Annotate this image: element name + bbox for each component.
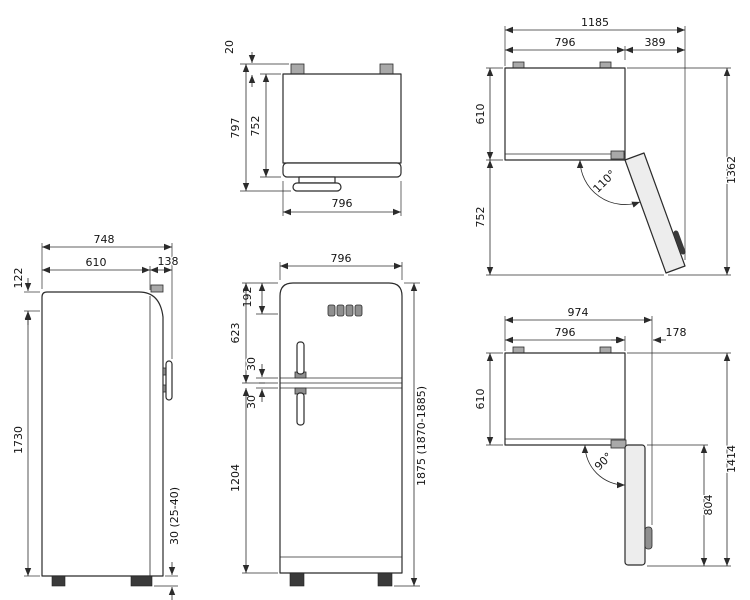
dim-label: 623 [229,323,242,344]
dim-label: 796 [555,36,576,49]
dim-front-total-height: 1875 (1870-1885) [394,282,429,587]
dim-open90-handle-projection: 178 [611,325,688,344]
dim-label: 610 [86,256,107,269]
cabinet-outline [504,352,626,446]
dim-side-body-depth: 610 [42,255,151,290]
dim-label: 30 [245,395,258,409]
cabinet-top-outline [282,73,402,164]
angle-label: 90° [592,450,615,473]
hinge-left-icon [290,63,305,75]
dim-label: 797 [229,118,242,139]
dim-open90-total-depth: 1414 [627,352,739,567]
top-hinge-icon [150,284,164,293]
dim-front-freezer-door: 623 [228,283,278,384]
front-outline [279,282,403,574]
dim-top-depth-body: 752 [248,74,281,178]
dim-label: 610 [474,104,487,125]
open-door [624,152,686,274]
dim-top-width: 796 [282,181,402,216]
dim-open110-depth-to-hinge: 610 [473,67,503,161]
dim-top-hinge-protrusion: 20 [222,39,289,87]
dim-side-feet-height: 30 (25-40) [154,486,182,600]
dim-open110-body-width: 796 [505,35,626,60]
dim-open110-door-projection: 389 [625,35,685,54]
dim-label: 1204 [229,464,242,492]
hinge-left-icon [512,61,525,69]
handle-bar [292,182,342,192]
swing-arc [576,159,641,208]
hinge-right-icon [599,61,612,69]
dim-label: 1185 [581,16,609,29]
dim-front-gap-lower: 30 [244,382,278,410]
dim-label: 192 [241,287,254,308]
dim-label: 30 [245,357,258,371]
hinge-right-icon [599,346,612,354]
door-handle [673,230,686,255]
dim-label: 796 [332,197,353,210]
foot-front [130,575,153,587]
dim-label: 138 [158,255,179,268]
dim-label: 796 [331,252,352,265]
dim-label: 752 [474,207,487,228]
open-door [624,444,646,566]
dim-label: 1730 [12,426,25,454]
dim-open90-door-swing-depth: 804 [647,444,716,566]
dim-label: 30 (25-40) [168,487,181,545]
dim-label: 796 [555,326,576,339]
foot-right [377,572,393,587]
dim-open90-depth-to-hinge: 610 [473,352,503,446]
foot-left [289,572,305,587]
cabinet-outline [504,67,626,161]
dim-open110-total-width: 1185 [504,15,686,260]
view-top: 20 797 752 796 [222,39,402,216]
dim-open90-total-width: 974 [504,305,653,525]
view-front: 796 192 623 30 30 1204 [228,251,429,587]
dim-label: 1362 [725,156,738,184]
dim-label: 178 [666,326,687,339]
dim-label: 1875 (1870-1885) [415,386,428,486]
view-open-90: 90° 974 796 178 610 804 [473,305,739,567]
dim-top-depth-with-handle: 797 [228,64,291,192]
dim-label: 20 [223,40,236,54]
fridge-handle [296,392,305,426]
hinge-left-icon [512,346,525,354]
door-top-outline [282,162,402,178]
dim-label: 804 [702,495,715,516]
dim-label: 1414 [725,445,738,473]
dim-front-fridge-door: 1204 [228,388,278,574]
dim-open110-total-depth: 1362 [627,67,739,276]
side-outline [41,291,164,577]
handle-bracket [298,176,336,184]
dim-side-total-depth: 748 [41,232,173,359]
dim-label: 748 [94,233,115,246]
dim-side-top-height: 122 [11,266,40,325]
dim-front-gap-upper: 30 [244,356,278,379]
dim-label: 610 [474,389,487,410]
dim-label: 389 [645,36,666,49]
door-handle [644,526,653,550]
handle-bar [165,360,173,401]
pivot-hinge-icon [610,439,627,449]
foot-rear [51,575,66,587]
dim-open110-door-swing-depth: 752 [473,160,664,276]
smeg-badge [327,304,363,317]
dim-label: 974 [568,306,589,319]
hinge-right-icon [379,63,394,75]
dim-front-top-to-handle: 192 [240,282,278,315]
view-side: 748 610 138 122 1730 30 (25-4 [11,232,182,600]
dim-label: 122 [12,268,25,289]
pivot-hinge-icon [610,150,625,160]
angle-label: 110° [591,168,619,196]
swing-arc [581,444,626,489]
dim-label: 752 [249,116,262,137]
dim-side-body-height: 1730 [11,311,40,577]
dim-side-door-depth: 138 [150,254,180,274]
dim-open90-body-width: 796 [505,325,626,351]
view-open-110: 110° 1185 796 389 610 752 [473,15,739,276]
freezer-handle [296,341,305,375]
dim-front-width: 796 [279,251,403,280]
